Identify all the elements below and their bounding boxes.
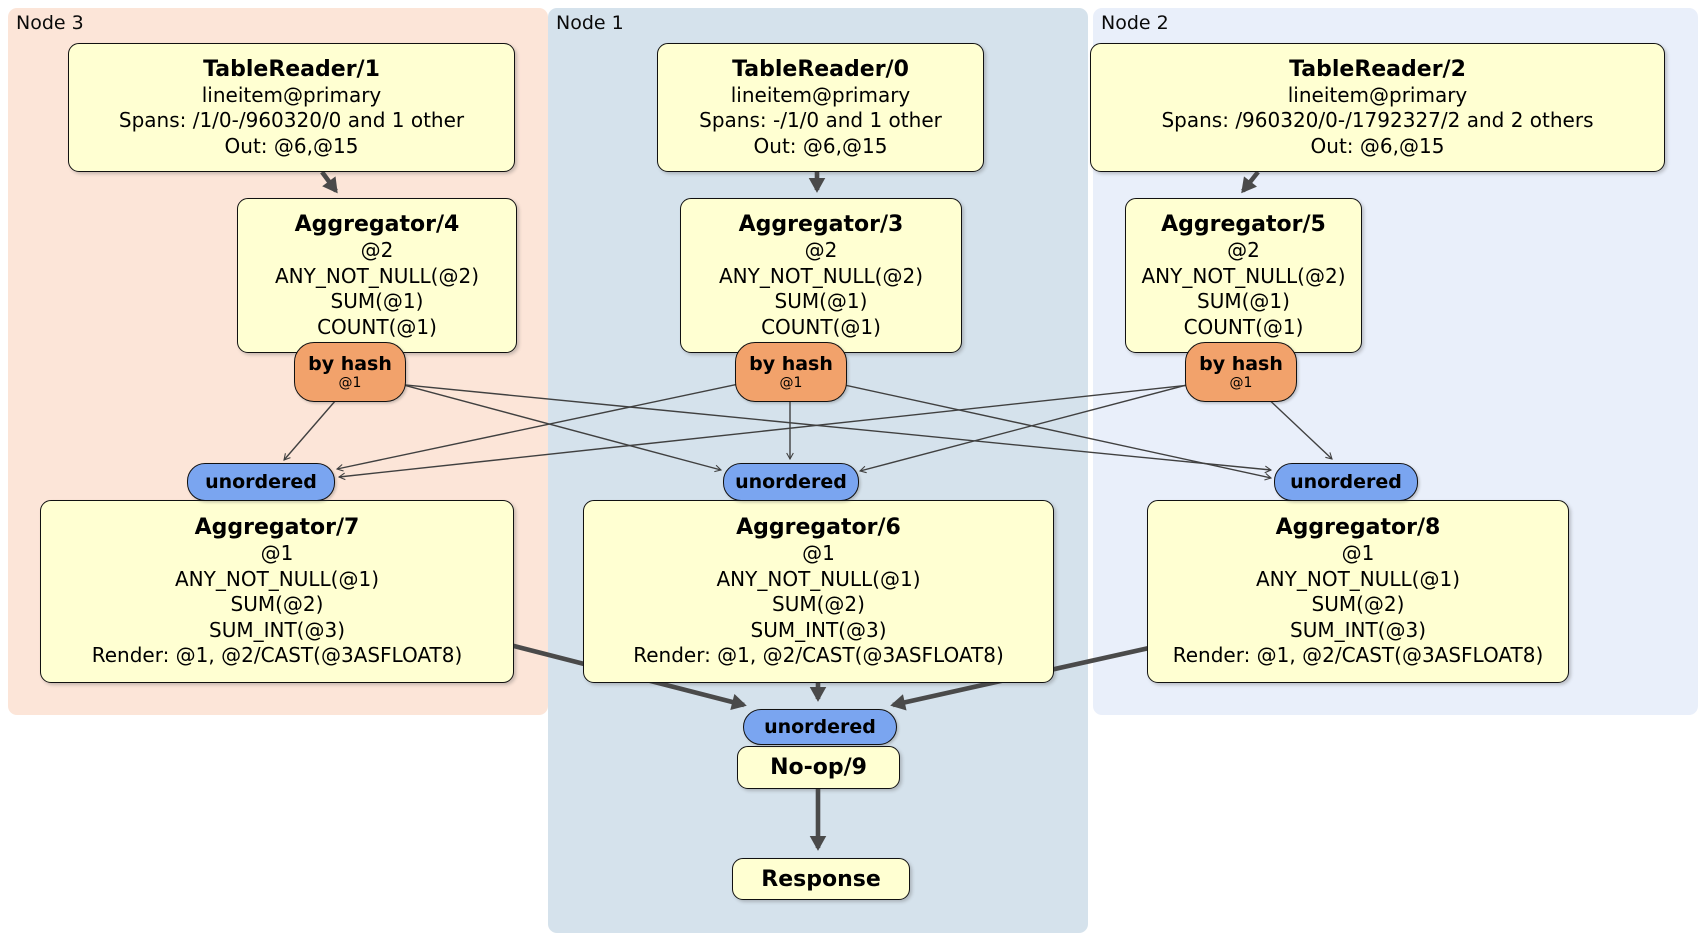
router-by-hash-node2: by hash @1 bbox=[1185, 342, 1297, 402]
processor-spans: Spans: /1/0-/960320/0 and 1 other bbox=[118, 108, 465, 133]
processor-group-cols: @2 bbox=[1227, 238, 1260, 262]
processor-agg-fn: COUNT(@1) bbox=[317, 314, 437, 339]
processor-title: Aggregator/8 bbox=[1275, 515, 1441, 541]
response-title: Response bbox=[761, 866, 881, 892]
processor-render: Render: @1, @2/CAST(@3ASFLOAT8) bbox=[91, 643, 463, 668]
router-hash-columns: @1 bbox=[1229, 374, 1253, 391]
router-by-hash-node1: by hash @1 bbox=[735, 342, 847, 402]
processor-noop-9: No-op/9 bbox=[737, 746, 900, 789]
processor-spans: Spans: -/1/0 and 1 other bbox=[699, 108, 942, 133]
processor-index: lineitem@primary bbox=[201, 82, 382, 107]
region-node-3-label: Node 3 bbox=[16, 12, 84, 34]
processor-group-cols: @1 bbox=[1341, 541, 1375, 566]
processor-title: No-op/9 bbox=[770, 755, 867, 780]
edge bbox=[335, 373, 787, 472]
processor-agg-fn: SUM_INT(@3) bbox=[750, 617, 887, 642]
processor-agg-fn: ANY_NOT_NULL(@2) bbox=[719, 263, 923, 288]
edge bbox=[337, 379, 1237, 481]
processor-out: Out: @6,@15 bbox=[1310, 133, 1445, 158]
processor-aggregator-4: Aggregator/4 @2 ANY_NOT_NULL(@2) SUM(@1)… bbox=[237, 198, 517, 353]
edge bbox=[858, 371, 1237, 474]
stream-label: unordered bbox=[764, 716, 876, 738]
stream-unordered-node1: unordered bbox=[723, 463, 859, 501]
processor-agg-fn: SUM_INT(@3) bbox=[1290, 617, 1426, 642]
router-stream-edges bbox=[283, 371, 1333, 481]
processor-title: Aggregator/3 bbox=[738, 212, 904, 237]
router-label: by hash bbox=[308, 352, 392, 375]
processor-agg-fn: ANY_NOT_NULL(@1) bbox=[175, 566, 379, 591]
processor-group-cols: @1 bbox=[802, 541, 835, 566]
processor-agg-fn: COUNT(@1) bbox=[761, 314, 881, 339]
processor-agg-fn: SUM(@1) bbox=[330, 289, 424, 313]
router-hash-columns: @1 bbox=[779, 374, 803, 391]
stream-unordered-node3: unordered bbox=[187, 463, 335, 501]
region-node-1-label: Node 1 bbox=[556, 12, 624, 34]
processor-title: Aggregator/7 bbox=[194, 515, 360, 541]
processor-tablereader-2: TableReader/2 lineitem@primary Spans: /9… bbox=[1090, 43, 1665, 172]
processor-agg-fn: SUM_INT(@3) bbox=[209, 617, 345, 642]
stream-label: unordered bbox=[735, 471, 847, 493]
processor-agg-fn: ANY_NOT_NULL(@2) bbox=[1141, 263, 1346, 288]
region-node-2-label: Node 2 bbox=[1101, 12, 1169, 34]
response-node: Response bbox=[732, 858, 910, 900]
processor-title: TableReader/1 bbox=[203, 56, 380, 82]
processor-index: lineitem@primary bbox=[1287, 82, 1468, 107]
processor-agg-fn: SUM(@1) bbox=[774, 289, 868, 313]
processor-aggregator-5: Aggregator/5 @2 ANY_NOT_NULL(@2) SUM(@1)… bbox=[1125, 198, 1362, 353]
edge bbox=[320, 170, 338, 194]
processor-title: Aggregator/6 bbox=[736, 515, 901, 541]
router-hash-columns: @1 bbox=[338, 374, 362, 391]
processor-agg-fn: SUM(@2) bbox=[772, 592, 865, 617]
processor-render: Render: @1, @2/CAST(@3ASFLOAT8) bbox=[633, 643, 1004, 668]
processor-agg-fn: ANY_NOT_NULL(@1) bbox=[1256, 566, 1460, 591]
processor-agg-fn: COUNT(@1) bbox=[1183, 314, 1304, 339]
processor-spans: Spans: /960320/0-/1792327/2 and 2 others bbox=[1161, 108, 1594, 133]
processor-agg-fn: ANY_NOT_NULL(@1) bbox=[716, 566, 921, 591]
processor-tablereader-0: TableReader/0 lineitem@primary Spans: -/… bbox=[657, 43, 984, 172]
router-by-hash-node3: by hash @1 bbox=[294, 342, 406, 402]
processor-aggregator-3: Aggregator/3 @2 ANY_NOT_NULL(@2) SUM(@1)… bbox=[680, 198, 962, 353]
router-label: by hash bbox=[749, 352, 833, 375]
processor-render: Render: @1, @2/CAST(@3ASFLOAT8) bbox=[1172, 643, 1544, 668]
stream-label: unordered bbox=[1290, 471, 1402, 493]
router-label: by hash bbox=[1199, 352, 1283, 375]
processor-title: TableReader/0 bbox=[732, 56, 909, 82]
processor-agg-fn: SUM(@1) bbox=[1197, 289, 1290, 313]
edge bbox=[1261, 392, 1333, 460]
processor-tablereader-1: TableReader/1 lineitem@primary Spans: /1… bbox=[68, 43, 515, 172]
processor-agg-fn: SUM(@2) bbox=[1311, 592, 1405, 617]
processor-group-cols: @2 bbox=[804, 238, 838, 262]
edge bbox=[1241, 170, 1260, 194]
processor-aggregator-8: Aggregator/8 @1 ANY_NOT_NULL(@1) SUM(@2)… bbox=[1147, 500, 1569, 683]
processor-agg-fn: ANY_NOT_NULL(@2) bbox=[275, 263, 479, 288]
edge bbox=[354, 379, 1273, 474]
processor-title: Aggregator/5 bbox=[1161, 212, 1326, 237]
processor-title: TableReader/2 bbox=[1289, 56, 1466, 82]
stream-unordered-node2: unordered bbox=[1274, 463, 1418, 501]
stream-label: unordered bbox=[205, 471, 317, 493]
processor-out: Out: @6,@15 bbox=[753, 133, 888, 158]
processor-group-cols: @1 bbox=[260, 541, 294, 566]
processor-index: lineitem@primary bbox=[730, 82, 911, 107]
edge bbox=[354, 371, 723, 473]
processor-out: Out: @6,@15 bbox=[224, 133, 359, 158]
processor-group-cols: @2 bbox=[360, 238, 394, 262]
stream-unordered-final: unordered bbox=[743, 709, 897, 745]
processor-aggregator-6: Aggregator/6 @1 ANY_NOT_NULL(@1) SUM(@2)… bbox=[583, 500, 1054, 683]
processor-title: Aggregator/4 bbox=[294, 212, 460, 237]
processor-aggregator-7: Aggregator/7 @1 ANY_NOT_NULL(@1) SUM(@2)… bbox=[40, 500, 514, 683]
processor-agg-fn: SUM(@2) bbox=[230, 592, 324, 617]
